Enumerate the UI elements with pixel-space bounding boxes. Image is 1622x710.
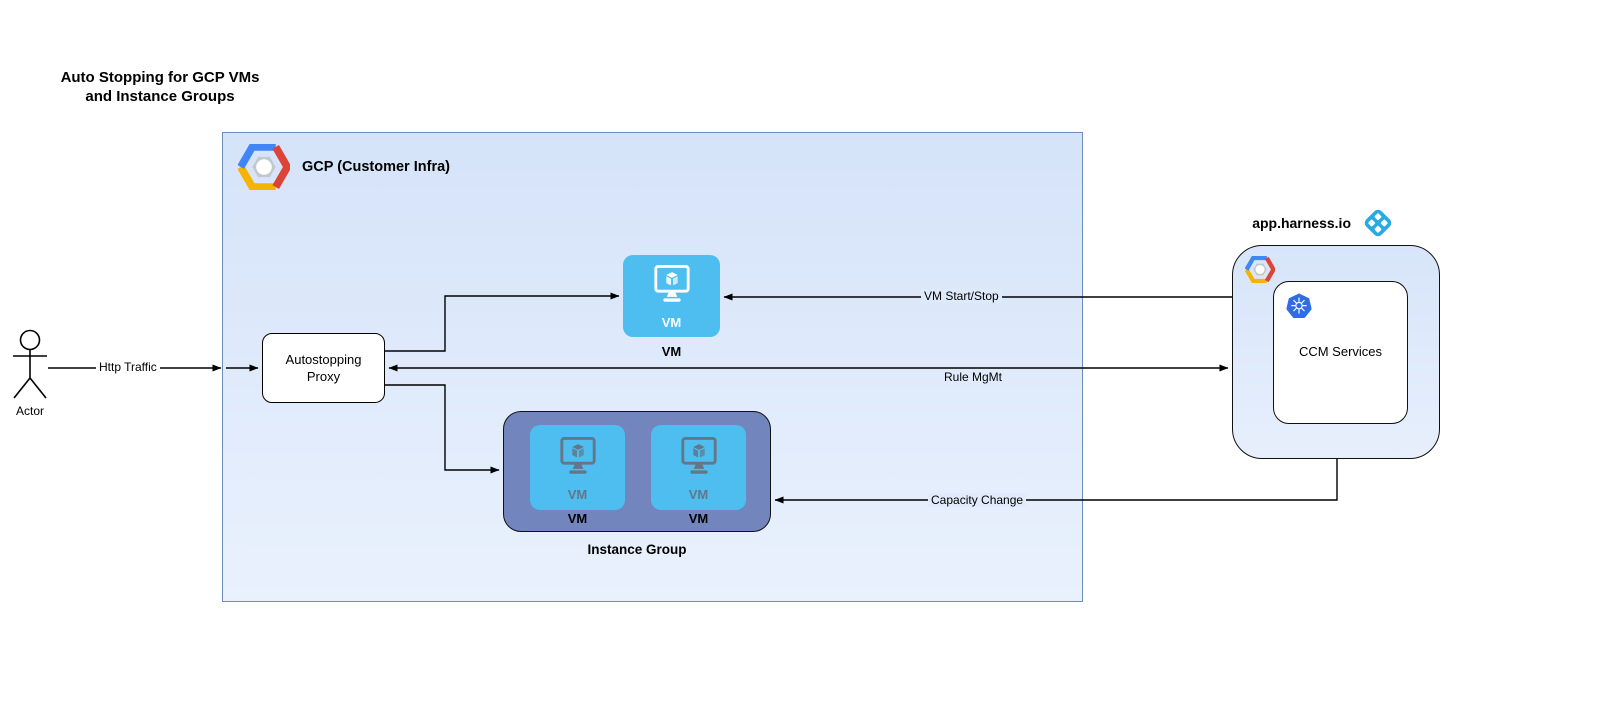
gcp-logo-icon: [1245, 256, 1275, 283]
gcp-logo-icon: [238, 144, 290, 190]
instance-group-vm-1: VM: [530, 425, 625, 510]
harness-header: app.harness.io: [1195, 204, 1395, 242]
ccm-services-label: CCM Services: [1298, 344, 1383, 359]
vm-caption: VM: [661, 344, 682, 359]
instance-group-vm-1-caption: VM: [567, 511, 588, 526]
edge-label-http-traffic: Http Traffic: [96, 360, 160, 374]
actor-figure-icon: [13, 329, 47, 399]
autostopping-proxy-node: Autostopping Proxy: [262, 333, 385, 403]
autostopping-proxy-label: Autostopping Proxy: [285, 352, 362, 384]
kubernetes-icon: [1286, 293, 1312, 319]
actor-label: Actor: [15, 404, 44, 418]
instance-group-vm-2-caption: VM: [688, 511, 709, 526]
harness-logo-icon: [1364, 209, 1392, 237]
edge-label-vm-start-stop: VM Start/Stop: [921, 289, 1002, 303]
instance-group-vm-1-tile-label: VM: [567, 487, 588, 502]
gcp-box-label: GCP (Customer Infra): [302, 159, 450, 175]
vm-monitor-icon: [653, 265, 690, 302]
instance-group-vm-2: VM: [651, 425, 746, 510]
harness-container-box: CCM Services: [1232, 245, 1440, 459]
vm-monitor-icon: [680, 437, 717, 474]
edge-label-capacity-change: Capacity Change: [928, 493, 1027, 507]
diagram-title: Auto Stopping for GCP VMs and Instance G…: [40, 68, 280, 106]
instance-group-node: VM VM VM VM: [503, 411, 771, 532]
ccm-services-node: CCM Services: [1273, 281, 1408, 424]
edge-label-rule-mgmt: Rule MgMt: [944, 370, 1003, 384]
instance-group-vm-2-tile-label: VM: [688, 487, 709, 502]
instance-group-caption: Instance Group: [587, 542, 687, 557]
vm-monitor-icon: [559, 437, 596, 474]
harness-domain-label: app.harness.io: [1252, 215, 1351, 231]
diagram-title-line2: and Instance Groups: [85, 88, 235, 105]
diagram-title-line1: Auto Stopping for GCP VMs: [60, 69, 260, 86]
vm-node: VM: [623, 255, 720, 337]
vm-tile-label: VM: [661, 315, 682, 330]
gcp-header: GCP (Customer Infra): [238, 144, 450, 190]
